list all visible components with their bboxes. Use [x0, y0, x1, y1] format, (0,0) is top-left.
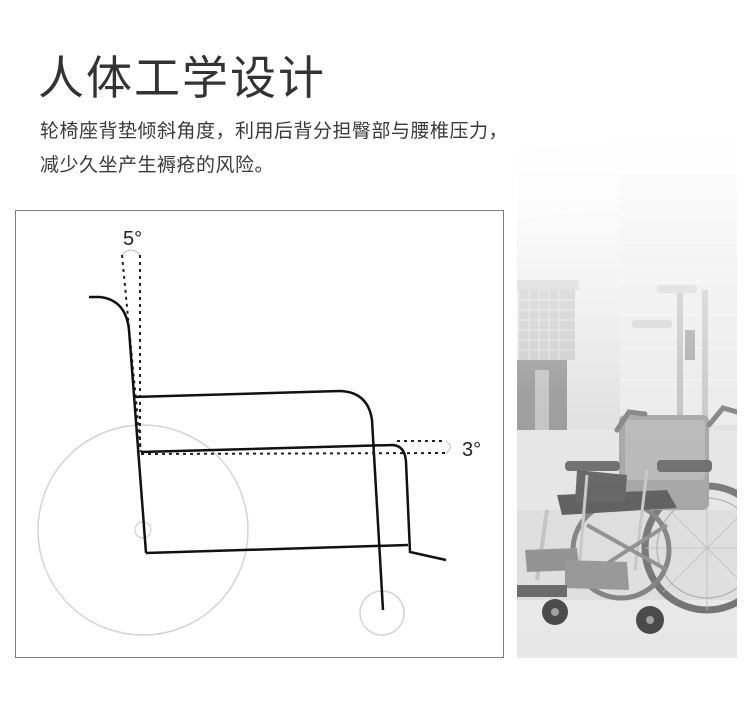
- wheelchair-photo: [517, 130, 737, 658]
- rear-wheel-icon: [37, 424, 249, 636]
- page-title: 人体工学设计: [38, 51, 326, 105]
- seat-angle-label: 3°: [462, 439, 481, 461]
- description-line-2: 减少久坐产生褥疮的风险。: [40, 154, 275, 176]
- back-angle-label: 5°: [123, 228, 142, 250]
- description: 轮椅座背垫倾斜角度，利用后背分担臀部与腰椎压力， 减少久坐产生褥疮的风险。: [40, 114, 508, 182]
- description-line-1: 轮椅座背垫倾斜角度，利用后背分担臀部与腰椎压力，: [40, 120, 509, 142]
- ergonomic-diagram: 5° 3°: [15, 210, 504, 658]
